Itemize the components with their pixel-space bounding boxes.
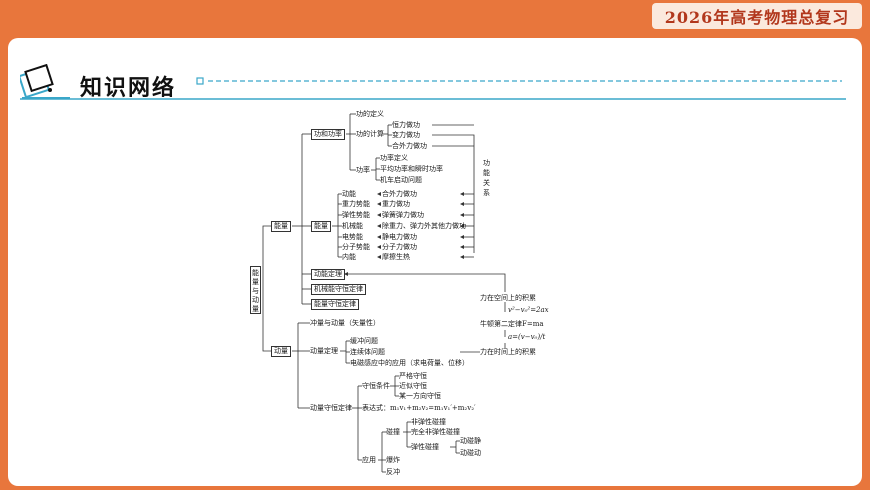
header-badge-text: 2026年高考物理总复习 [664, 8, 850, 27]
continuum-label: 连续体问题 [350, 348, 385, 356]
content-panel [8, 38, 862, 486]
moving-moving-label: 动碰动 [460, 449, 481, 457]
energy-box-node: 能量 [311, 221, 331, 232]
energy-cons-node: 能量守恒定律 [311, 299, 359, 310]
var-force-label: 变力做功 [392, 131, 420, 139]
avg-inst-power-label: 平均功率和瞬时功率 [380, 165, 443, 173]
title-divider [196, 77, 842, 85]
spring-work-label: 弹簧弹力做功 [382, 211, 424, 219]
approx-label: 近似守恒 [399, 382, 427, 390]
impulse-mom-label: 冲量与动量（矢量性） [310, 319, 380, 327]
g-work-label: 重力做功 [382, 200, 410, 208]
header-badge: 2026年高考物理总复习 [652, 3, 862, 29]
ke-label: 动能 [342, 190, 356, 198]
work-calc-label: 功的计算 [356, 130, 384, 138]
momentum-node: 动量 [271, 346, 291, 357]
one-dir-label: 某一方向守恒 [399, 392, 441, 400]
title-underline [20, 98, 846, 100]
friction-heat-label: 摩擦生热 [382, 253, 410, 261]
internal-label: 内能 [342, 253, 356, 261]
gpe-label: 重力势能 [342, 200, 370, 208]
strict-label: 严格守恒 [399, 372, 427, 380]
application-label: 应用 [362, 456, 376, 464]
buffer-label: 缓冲问题 [350, 337, 378, 345]
section-icon [20, 64, 70, 99]
work-power-node: 功和功率 [311, 129, 345, 140]
power-label: 功率 [356, 166, 370, 174]
accel-eq-label: a=(v−v₀)/t [508, 333, 546, 341]
energy-node: 能量 [271, 221, 291, 232]
other-work-label: 除重力、弹力外其他力做功 [382, 222, 466, 230]
mol-pe-label: 分子势能 [342, 243, 370, 251]
work-def-label: 功的定义 [356, 110, 384, 118]
kin-eq-label: v²−v₀²=2ax [508, 306, 549, 314]
cons-cond-label: 守恒条件 [362, 382, 390, 390]
recoil-label: 反冲 [386, 468, 400, 476]
power-def-label: 功率定义 [380, 154, 408, 162]
const-force-label: 恒力做功 [392, 121, 420, 129]
em-app-label: 电磁感应中的应用（求电荷量、位移） [350, 359, 469, 367]
net-force-label: 合外力做功 [392, 142, 427, 150]
elastic-label: 弹性碰撞 [411, 443, 439, 451]
car-start-label: 机车启动问题 [380, 176, 422, 184]
inelastic-label: 非弹性碰撞 [411, 418, 446, 426]
elec-work-label: 静电力做功 [382, 233, 417, 241]
expression-label: 表达式：m₁v₁+m₂v₂=m₁v₁′+m₂v₂′ [362, 404, 476, 412]
mech-cons-node: 机械能守恒定律 [311, 284, 366, 295]
newton2-label: 牛顿第二定律F=ma [480, 320, 544, 328]
time-acc-label: 力在时间上的积累 [480, 348, 536, 356]
work-energy-label: 功能关系 [483, 159, 490, 197]
root-node: 能量与动量 [250, 266, 261, 314]
section-title: 知识网络 [80, 76, 177, 101]
mom-cons-label: 动量守恒定律 [310, 404, 352, 412]
perfect-inelastic-label: 完全非弹性碰撞 [411, 428, 460, 436]
epe-label: 弹性势能 [342, 211, 370, 219]
net-work-label: 合外力做功 [382, 190, 417, 198]
mom-theorem-label: 动量定理 [310, 347, 338, 355]
mol-work-label: 分子力做功 [382, 243, 417, 251]
ke-theorem-node: 动能定理 [311, 269, 345, 280]
collision-label: 碰撞 [386, 428, 400, 436]
space-acc-label: 力在空间上的积累 [480, 294, 536, 302]
moving-static-label: 动碰静 [460, 437, 481, 445]
elec-pe-label: 电势能 [342, 233, 363, 241]
mech-label: 机械能 [342, 222, 363, 230]
explosion-label: 爆炸 [386, 456, 400, 464]
